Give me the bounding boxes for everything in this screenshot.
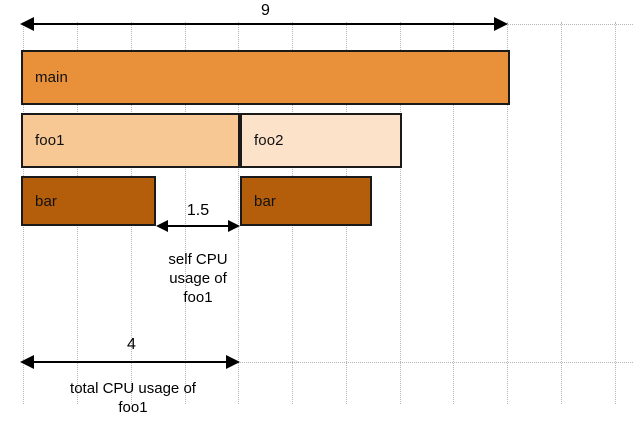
gridline: [185, 22, 186, 404]
measure-self-cpu-foo1-line: [166, 225, 230, 227]
frame-foo2-label: foo2: [254, 132, 284, 149]
frame-bar-left-label: bar: [35, 192, 57, 210]
arrow-head-left: [20, 17, 34, 31]
caption-line: foo1: [118, 399, 148, 416]
gridline: [561, 22, 562, 404]
measure-self-cpu-foo1-value: 1.5: [186, 202, 210, 219]
arrow-head-right: [226, 355, 240, 369]
gridline: [507, 22, 508, 404]
frame-bar-right[interactable]: bar: [240, 176, 372, 226]
gridline: [453, 22, 454, 404]
caption-line: total CPU usage of: [70, 380, 196, 397]
gridline: [238, 22, 239, 404]
arrow-head-left: [20, 355, 34, 369]
arrow-head-right: [494, 17, 508, 31]
frame-bar-right-label: bar: [254, 192, 276, 210]
frame-foo2[interactable]: foo2: [240, 113, 402, 168]
caption-line: foo1: [183, 289, 213, 306]
frame-main-label: main: [35, 69, 68, 86]
arrow-head-left: [156, 220, 168, 232]
measure-self-cpu-foo1-caption: self CPU usage of foo1: [126, 250, 270, 307]
frame-main[interactable]: main: [21, 50, 510, 105]
measure-total-cpu-foo1-value: 4: [127, 336, 136, 353]
grid-baseline-bottom: [23, 362, 633, 363]
gridline: [400, 22, 401, 404]
frame-bar-left[interactable]: bar: [21, 176, 156, 226]
measure-total-cpu-foo1-caption: total CPU usage of foo1: [33, 379, 233, 417]
measure-total-main-value: 9: [261, 2, 270, 19]
measure-total-main-line: [32, 23, 499, 25]
gridline: [615, 22, 616, 404]
caption-line: self CPU: [168, 251, 228, 268]
frame-foo1-label: foo1: [35, 132, 65, 149]
frame-foo1[interactable]: foo1: [21, 113, 240, 168]
arrow-head-right: [228, 220, 240, 232]
measure-total-cpu-foo1-line: [32, 361, 231, 363]
caption-line: usage of: [169, 270, 227, 287]
